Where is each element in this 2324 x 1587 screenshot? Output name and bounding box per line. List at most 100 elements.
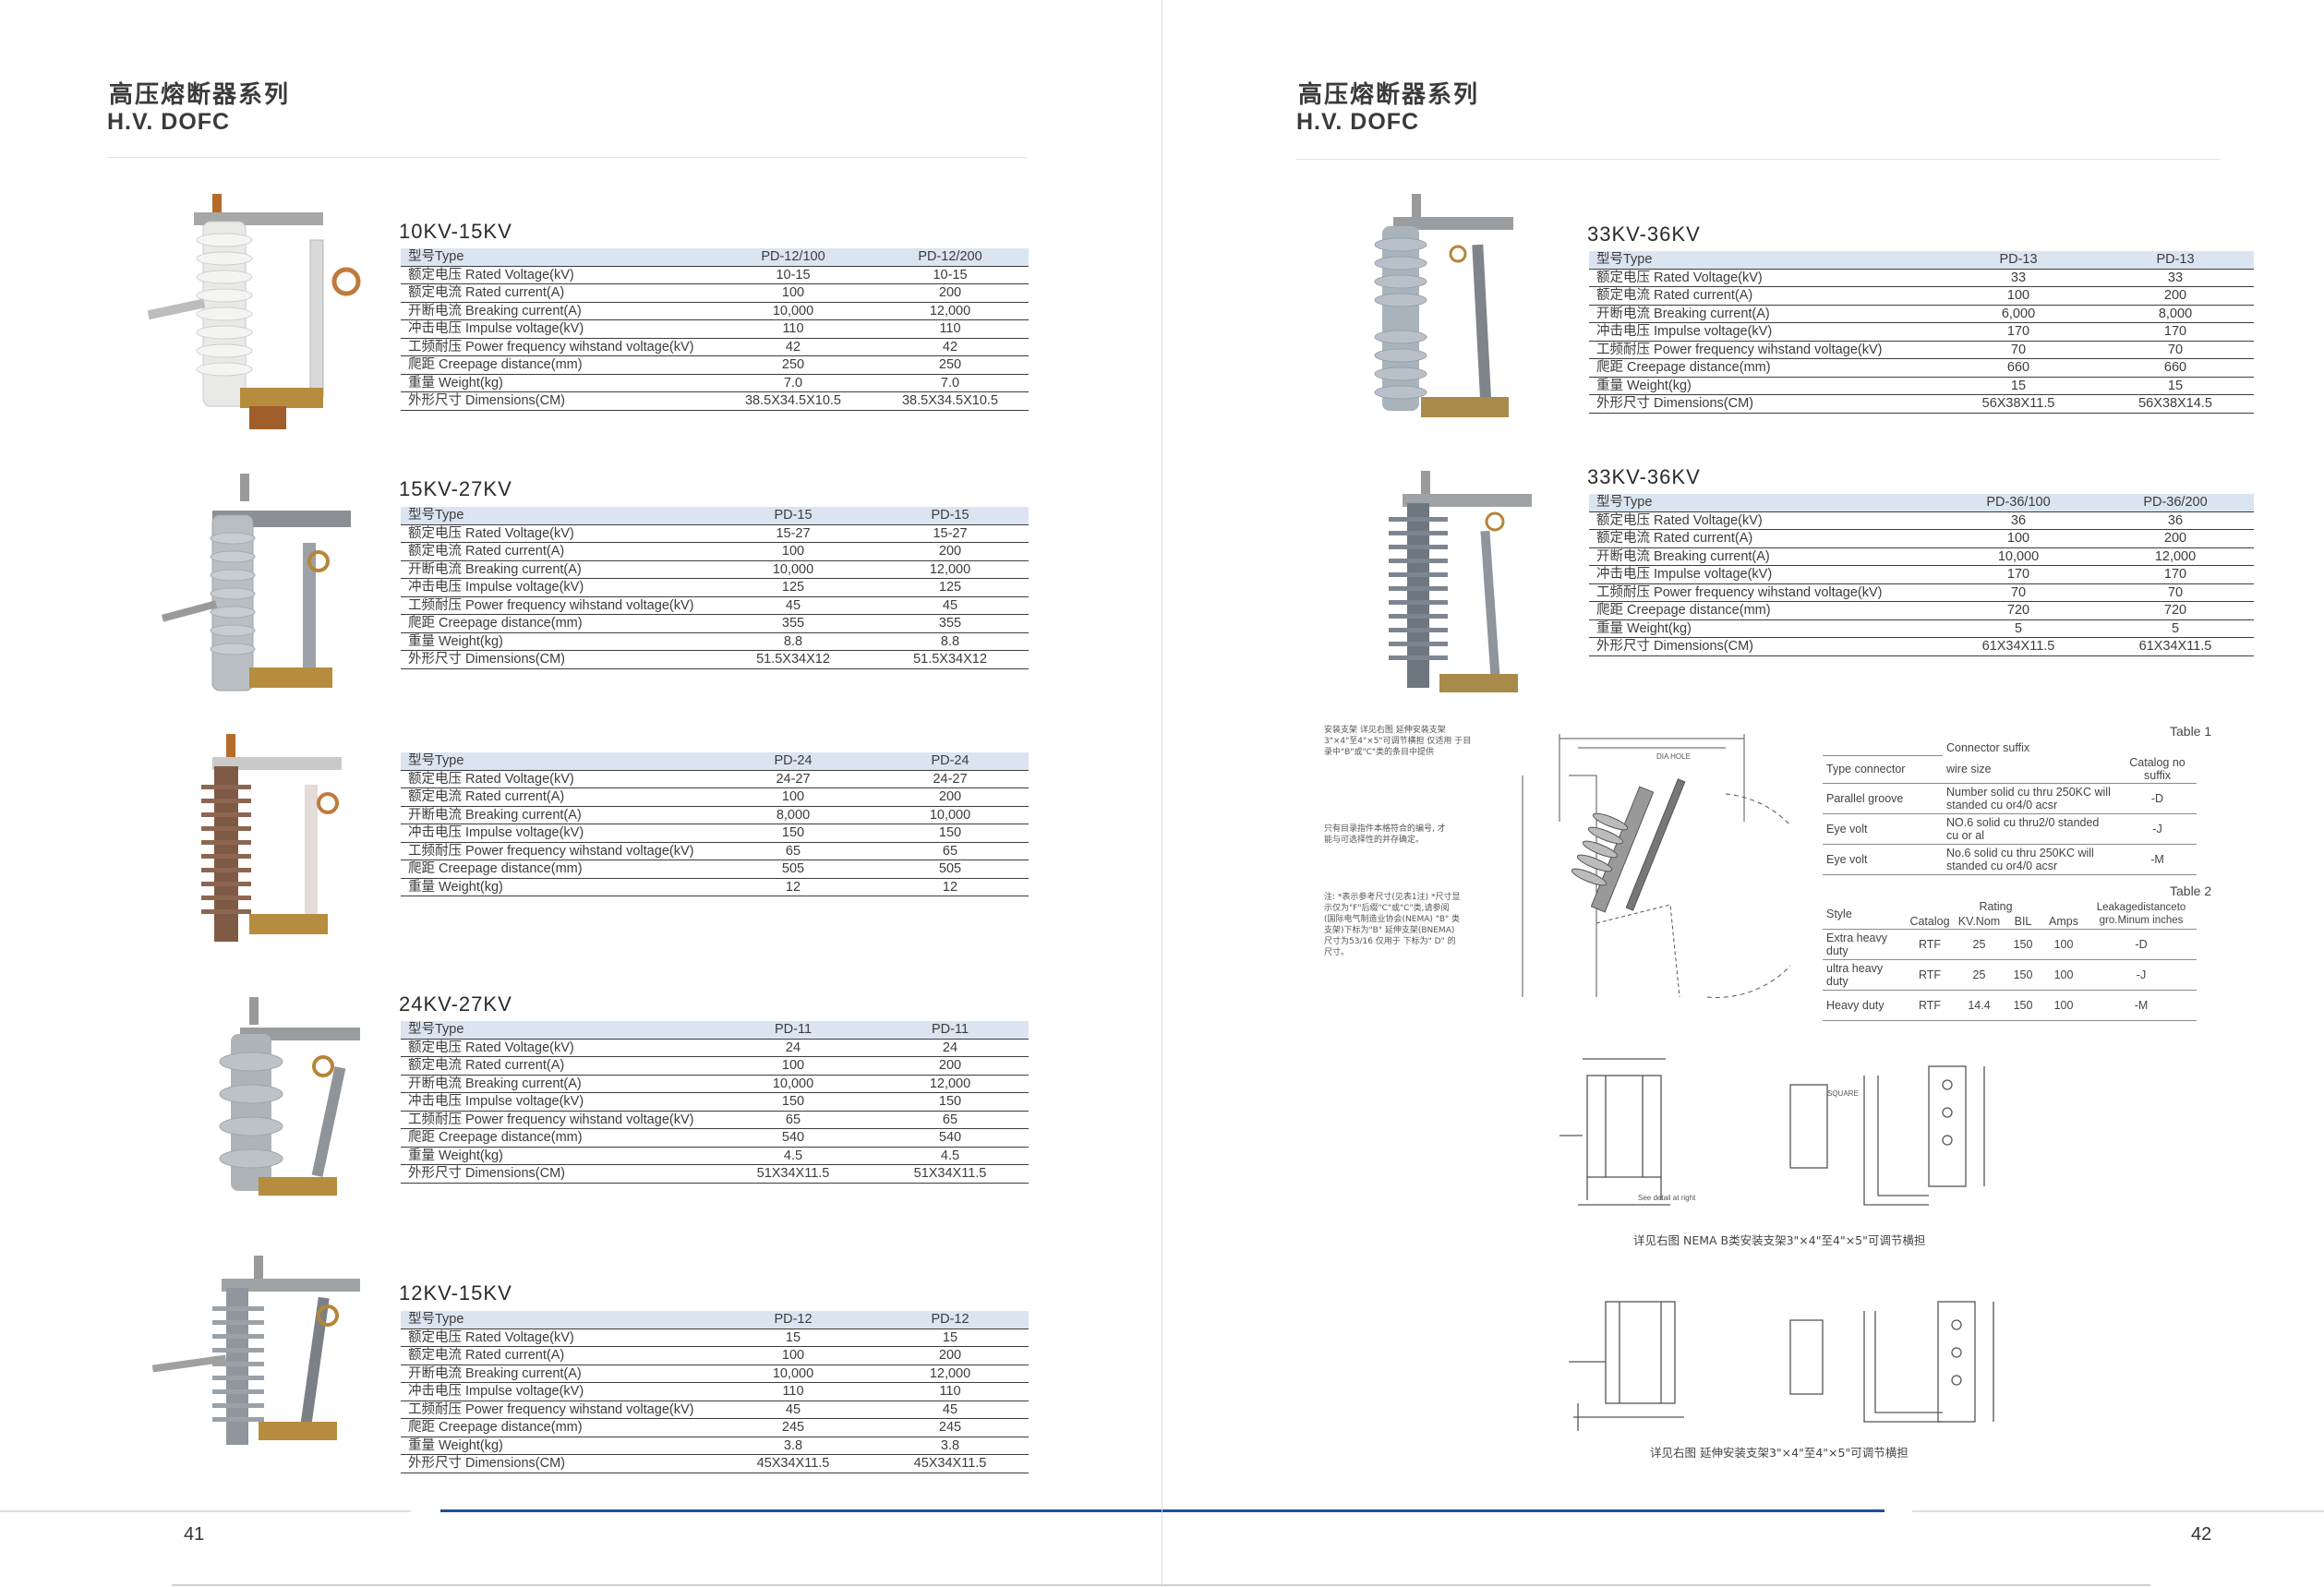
page-number-right: 42 <box>2191 1524 2212 1545</box>
fuse-cutout-image-33kv-1 <box>1374 194 1513 417</box>
nema-b-bracket-drawing: SQUARE See detail at right <box>1559 1058 1985 1206</box>
fuse-cutout-image-24kv <box>201 734 342 942</box>
table-row: 工频耐压 Power frequency wihstand voltage(kV… <box>401 596 1029 615</box>
dim-label-dia-hole: DIA HOLE <box>1656 752 1691 761</box>
section-title-1: 10KV-15KV <box>399 220 512 243</box>
table-row: 工频耐压 Power frequency wihstand voltage(kV… <box>401 1111 1029 1129</box>
fuse-cutout-image-15kv <box>161 474 351 691</box>
footer-blue-rule-right <box>1162 1509 1884 1512</box>
fuse-cutout-image-12kv <box>151 1256 360 1445</box>
table1-caption: Table 1 <box>2170 724 2212 739</box>
table-row: Connector suffix <box>1823 740 2197 756</box>
table-row: 工频耐压 Power frequency wihstand voltage(kV… <box>1589 341 2254 359</box>
table-row: 工频耐压 Power frequency wihstand voltage(kV… <box>401 338 1029 356</box>
nema-bracket-caption: 详见右图 NEMA B类安装支架3"×4"至4"×5"可调节横担 <box>1633 1233 1926 1247</box>
footer-bottom-rule <box>172 1584 1162 1586</box>
table-row: 工频耐压 Power frequency wihstand voltage(kV… <box>401 1401 1029 1419</box>
footer-blue-rule <box>440 1509 1162 1512</box>
footer-gray-rule <box>0 1510 411 1512</box>
order-note: 只有目录指件本格符合的编号, 才能与可选择性的并存确定。 <box>1324 824 1446 845</box>
fuse-cutout-image-24-27kv <box>219 997 360 1196</box>
header-title-en-right: H.V. DOFC <box>1296 109 1420 135</box>
table2-caption: Table 2 <box>2170 884 2212 898</box>
table-row: 工频耐压 Power frequency wihstand voltage(kV… <box>401 842 1029 860</box>
fuse-cutout-image-33kv-2 <box>1389 471 1532 692</box>
installation-drawing: DIA HOLE <box>1522 734 1790 998</box>
section-title-5: 12KV-15KV <box>399 1281 512 1304</box>
header-rule <box>107 157 1027 158</box>
section-title-4: 24KV-27KV <box>399 992 512 1016</box>
fuse-cutout-image-10kv <box>147 194 361 429</box>
dim-label-square: SQUARE <box>1827 1089 1859 1098</box>
dim-label-see-detail: See detail at right <box>1638 1194 1696 1202</box>
install-note: 安装支架 详见右图 延伸安装支架 3"×4"至4"×5"可调节横担 仅适用 于目… <box>1324 726 1472 757</box>
section-title-2: 15KV-27KV <box>399 477 512 500</box>
table-row: 工频耐压 Power frequency wihstand voltage(kV… <box>1589 583 2254 602</box>
drawing-note: 注: *表示参考尺寸(见表1注) *尺寸显示仅为"F"后缀"C"或"C"类,请参… <box>1324 893 1461 957</box>
header-title-cn: 高压熔断器系列 <box>109 81 291 109</box>
